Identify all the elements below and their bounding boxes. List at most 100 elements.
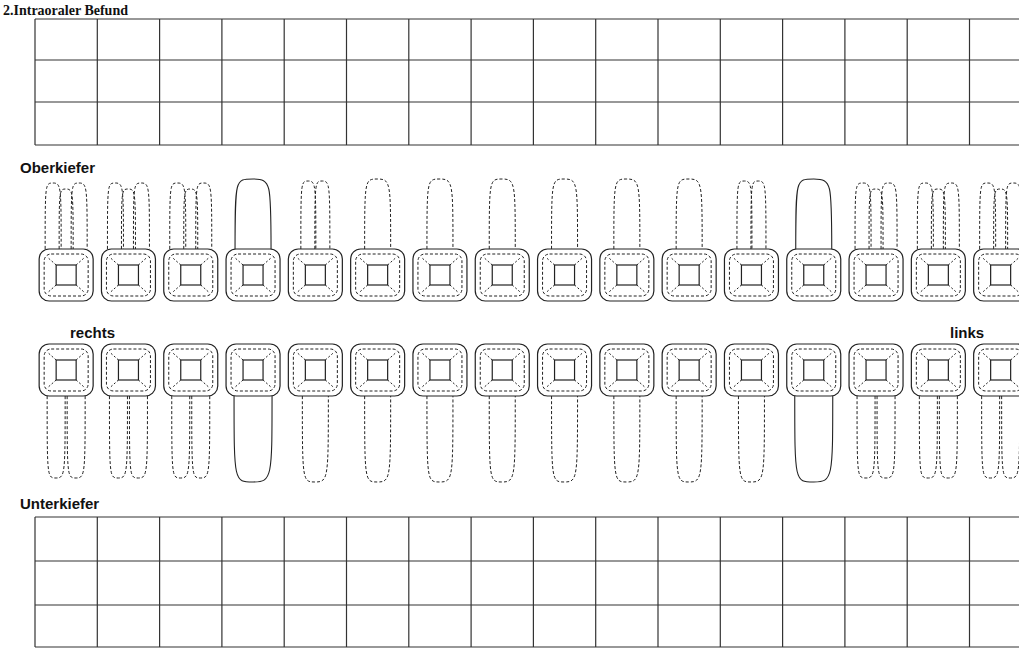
grid-line — [782, 517, 783, 647]
grid-line — [221, 19, 222, 145]
jaw-label: Unterkiefer — [20, 495, 99, 512]
grid-line — [221, 517, 222, 647]
surface-line — [732, 352, 741, 360]
occlusal-square — [991, 265, 1011, 285]
surface-line — [732, 257, 741, 265]
grid-line — [595, 19, 596, 145]
surface-line — [1011, 257, 1019, 265]
surface-line — [138, 285, 147, 293]
crown-outline — [101, 249, 155, 301]
surface-line — [234, 352, 243, 360]
surface-line — [263, 257, 272, 265]
surface-line — [172, 352, 181, 360]
crown-inner — [356, 254, 400, 296]
grid-line — [35, 604, 1019, 605]
surface-line — [670, 352, 679, 360]
tooth — [475, 344, 529, 482]
grid-line — [35, 144, 1019, 145]
crown-outline — [226, 249, 280, 301]
crown-outline — [475, 344, 529, 396]
surface-line — [761, 352, 770, 360]
crown-inner — [729, 254, 773, 296]
tooth — [662, 344, 716, 482]
surface-line — [109, 352, 118, 360]
tooth — [849, 183, 903, 301]
crown-inner — [480, 254, 524, 296]
surface-line — [76, 257, 85, 265]
tooth — [164, 344, 218, 478]
surface-line — [296, 257, 305, 265]
grid-line — [720, 19, 721, 145]
chart-title: 2.Intraoraler Befund — [3, 3, 128, 18]
surface-line — [109, 285, 118, 293]
crown-inner — [480, 349, 524, 391]
surface-line — [512, 352, 521, 360]
crown-inner — [293, 349, 337, 391]
crown-inner — [916, 349, 960, 391]
crown-inner — [979, 349, 1019, 391]
surface-line — [359, 380, 368, 388]
occlusal-square — [368, 265, 388, 285]
surface-line — [359, 285, 368, 293]
crown-outline — [164, 249, 218, 301]
crown-inner — [44, 254, 88, 296]
occlusal-square — [617, 265, 637, 285]
surface-line — [795, 352, 804, 360]
crown-inner — [44, 349, 88, 391]
tooth — [226, 179, 280, 301]
surface-line — [670, 285, 679, 293]
grid-line — [35, 516, 1019, 517]
surface-line — [919, 380, 928, 388]
occlusal-square — [928, 265, 948, 285]
tooth-root — [982, 396, 1000, 478]
occlusal-square — [866, 265, 886, 285]
tooth-root — [676, 179, 702, 249]
side-label: rechts — [70, 324, 115, 341]
tooth-root — [121, 189, 135, 249]
surface-line — [263, 285, 272, 293]
crown-outline — [288, 249, 342, 301]
tooth — [911, 183, 965, 301]
grid-line — [844, 19, 845, 145]
occlusal-square — [181, 265, 201, 285]
surface-line — [795, 257, 804, 265]
surface-line — [450, 285, 459, 293]
tooth — [351, 179, 405, 301]
label-holder: Unterkiefer — [20, 495, 99, 513]
surface-line — [608, 380, 617, 388]
tooth-root — [196, 183, 212, 249]
surface-line — [388, 285, 397, 293]
surface-line — [857, 257, 866, 265]
surface-line — [263, 352, 272, 360]
crown-inner — [605, 349, 649, 391]
surface-line — [608, 352, 617, 360]
surface-line — [761, 257, 770, 265]
surface-line — [670, 257, 679, 265]
label-holder: Oberkiefer — [20, 159, 95, 177]
surface-line — [857, 285, 866, 293]
surface-line — [919, 257, 928, 265]
tooth — [600, 344, 654, 482]
surface-line — [234, 380, 243, 388]
surface-line — [234, 257, 243, 265]
surface-line — [575, 285, 584, 293]
tooth-root — [234, 396, 272, 482]
surface-line — [886, 380, 895, 388]
occlusal-square — [368, 360, 388, 380]
tooth-root — [676, 396, 702, 482]
upper-grid — [35, 19, 1019, 145]
occlusal-square — [305, 265, 325, 285]
surface-line — [47, 352, 56, 360]
crown-outline — [39, 249, 93, 301]
tooth — [413, 179, 467, 301]
crown-outline — [600, 249, 654, 301]
crown-inner — [792, 349, 836, 391]
crown-outline — [974, 344, 1019, 396]
lower-grid — [35, 517, 1019, 647]
tooth-root — [192, 396, 210, 478]
surface-line — [201, 352, 210, 360]
crown-outline — [538, 249, 592, 301]
tooth-root — [302, 396, 328, 482]
surface-line — [201, 380, 210, 388]
tooth — [164, 183, 218, 301]
